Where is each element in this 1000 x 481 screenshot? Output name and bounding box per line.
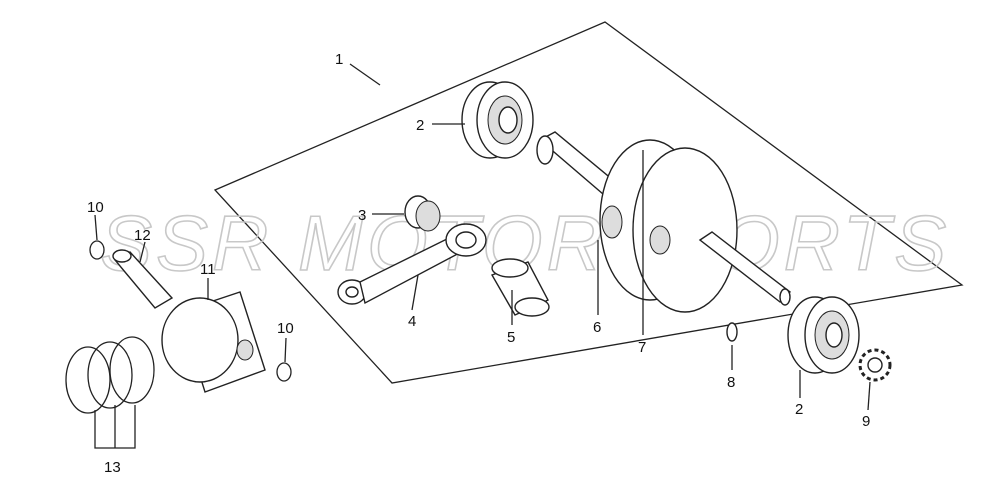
assembly-outline [213,21,964,384]
callout-4: 4 [408,313,416,330]
callout-5: 5 [507,329,515,346]
circlip-right-part [276,362,292,382]
callout-6: 6 [593,319,601,336]
callout-2: 2 [416,117,424,134]
crank-pin-part [490,258,550,317]
sprocket-part [858,348,892,382]
piston-part [161,291,266,393]
leader-9 [867,381,871,411]
callout-11: 11 [200,261,216,278]
connecting-rod-part [337,223,487,305]
bearing-bottom-part [787,296,860,374]
piston-pin-part [112,249,174,309]
callout-7: 7 [638,339,646,356]
woodruff-key-part [726,322,738,342]
crankshaft-part [536,131,792,313]
callout-13: 13 [104,459,121,476]
callout-10a: 10 [87,199,104,216]
leader-1 [349,63,381,86]
callout-3: 3 [358,207,366,224]
callout-8: 8 [727,374,735,391]
leader-10a [94,214,98,241]
leader-4 [411,274,419,311]
needle-bearing-part [404,195,441,232]
callout-2b: 2 [795,401,803,418]
callout-12: 12 [134,227,151,244]
leader-12 [139,241,146,263]
callout-1: 1 [335,51,343,68]
leader-10b [284,337,287,363]
piston-rings-part [65,336,155,414]
callout-10b: 10 [277,320,294,337]
circlip-left-part [89,240,105,260]
bearing-top-part [461,81,534,159]
callout-9: 9 [862,413,870,430]
